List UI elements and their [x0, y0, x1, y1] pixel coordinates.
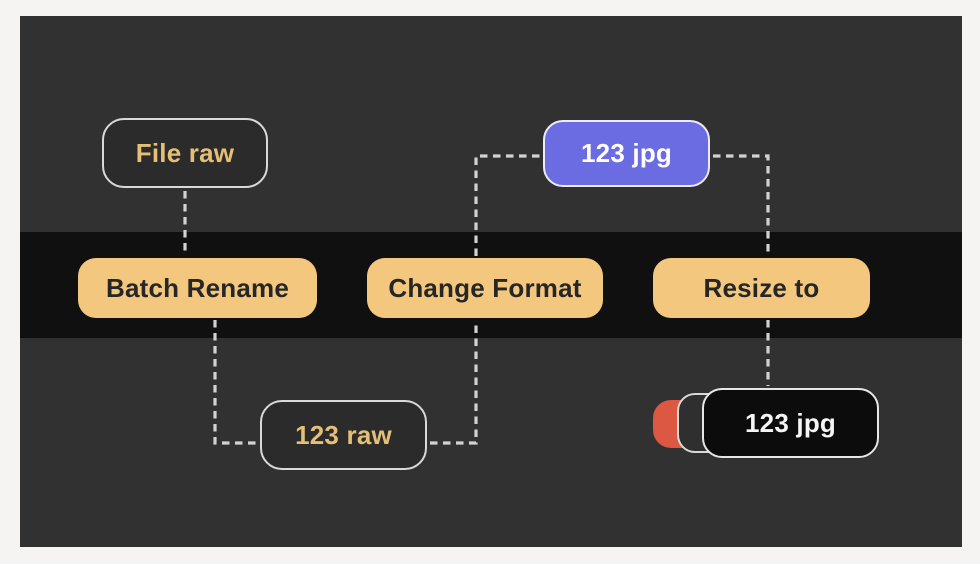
node-123-jpg-bottom-label: 123 jpg — [745, 407, 836, 438]
diagram-panel: File raw 123 jpg Batch Rename Change For… — [20, 16, 962, 547]
connector-change-format-to-123-jpg-top — [474, 154, 540, 256]
node-batch-rename[interactable]: Batch Rename — [78, 258, 317, 318]
node-123-raw-label: 123 raw — [295, 419, 392, 450]
node-resize-to-label: Resize to — [703, 272, 820, 303]
node-file-raw[interactable]: File raw — [102, 118, 268, 188]
connector-123-jpg-top-to-resize-to — [713, 154, 770, 256]
node-123-jpg-top-label: 123 jpg — [581, 138, 672, 168]
node-resize-to[interactable]: Resize to — [653, 258, 870, 318]
node-batch-rename-label: Batch Rename — [105, 272, 290, 303]
node-file-raw-label: File raw — [135, 137, 235, 168]
node-change-format[interactable]: Change Format — [367, 258, 603, 318]
connector-123-raw-to-change-format — [430, 320, 478, 445]
node-123-jpg-bottom[interactable]: 123 jpg — [702, 388, 879, 458]
node-123-raw[interactable]: 123 raw — [260, 400, 427, 470]
connector-batch-rename-to-123-raw — [213, 320, 257, 445]
node-change-format-label: Change Format — [388, 272, 582, 303]
node-123-jpg-top[interactable]: 123 jpg — [543, 120, 710, 187]
connectors-layer — [183, 154, 770, 445]
